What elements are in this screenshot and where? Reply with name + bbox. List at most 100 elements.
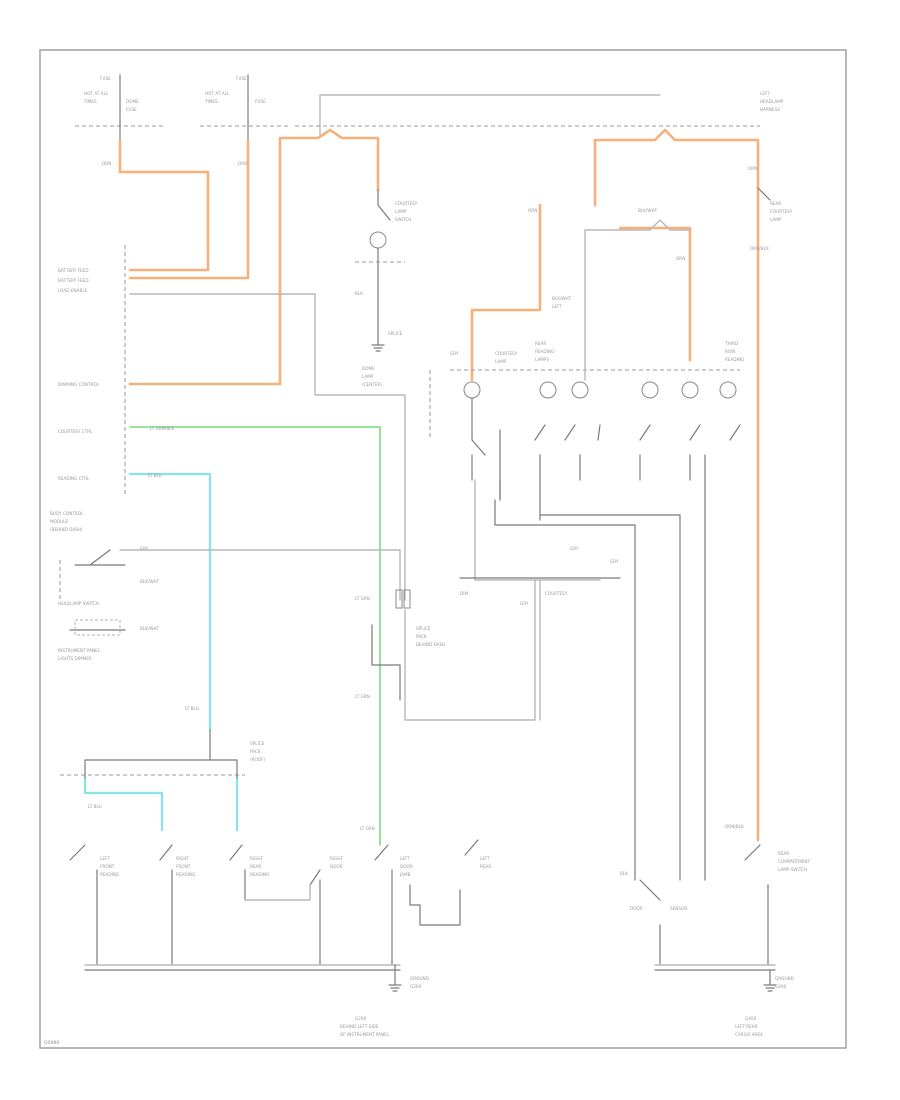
svg-text:ORN: ORN: [676, 256, 685, 261]
svg-text:FUSE: FUSE: [255, 99, 266, 104]
svg-text:G400: G400: [745, 1016, 757, 1021]
svg-text:TIMES: TIMES: [83, 99, 97, 104]
svg-text:SPLICE: SPLICE: [250, 741, 265, 746]
svg-text:BEHIND LEFT SIDE: BEHIND LEFT SIDE: [340, 1024, 379, 1029]
svg-text:ROW: ROW: [725, 349, 735, 354]
svg-text:LT GRN: LT GRN: [355, 694, 370, 699]
svg-text:BLK: BLK: [620, 871, 628, 876]
svg-text:DOME: DOME: [362, 366, 375, 371]
svg-text:ORN: ORN: [238, 161, 247, 166]
svg-text:(CENTER): (CENTER): [362, 382, 382, 387]
svg-text:ORN: ORN: [748, 166, 757, 171]
svg-text:LAMP: LAMP: [495, 359, 507, 364]
svg-text:LEFT: LEFT: [100, 856, 110, 861]
svg-text:READING: READING: [725, 357, 744, 362]
svg-text:READING CTRL: READING CTRL: [58, 476, 90, 481]
svg-text:G400: G400: [775, 984, 787, 989]
svg-text:INSTRUMENT PANEL: INSTRUMENT PANEL: [58, 648, 101, 653]
svg-text:DOOR: DOOR: [330, 864, 343, 869]
svg-text:FRONT: FRONT: [100, 864, 115, 869]
svg-text:SPLICE: SPLICE: [416, 626, 431, 631]
svg-text:LT GRN/BLK: LT GRN/BLK: [150, 426, 175, 431]
svg-text:BEHIND DASH: BEHIND DASH: [416, 642, 445, 647]
svg-text:REAR: REAR: [535, 341, 546, 346]
svg-text:PACK: PACK: [416, 634, 427, 639]
svg-text:LT BLU: LT BLU: [148, 473, 162, 478]
svg-text:LT GRN: LT GRN: [355, 596, 370, 601]
svg-text:BODY CONTROL: BODY CONTROL: [50, 511, 84, 516]
svg-text:FUSE: FUSE: [236, 76, 247, 81]
svg-text:LAMPS: LAMPS: [535, 357, 549, 362]
svg-text:BLK/WHT: BLK/WHT: [140, 626, 160, 631]
svg-text:JAMB: JAMB: [399, 872, 411, 877]
svg-text:LEFT: LEFT: [400, 856, 410, 861]
svg-text:HEADLAMP: HEADLAMP: [760, 99, 784, 104]
svg-text:LAMP: LAMP: [770, 217, 782, 222]
svg-text:SPLICE: SPLICE: [388, 331, 403, 336]
svg-text:COURTESY: COURTESY: [395, 201, 418, 206]
svg-text:OF INSTRUMENT PANEL: OF INSTRUMENT PANEL: [340, 1032, 390, 1037]
svg-text:GROUND: GROUND: [775, 976, 794, 981]
headlamp-switch: GRY BLK/WHT HEADLAMP SWITCH BLK/WHT INST…: [58, 546, 401, 661]
svg-text:ORN/BLK: ORN/BLK: [750, 246, 769, 251]
svg-text:FUSE: FUSE: [100, 76, 111, 81]
svg-text:BLK/WHT: BLK/WHT: [140, 579, 160, 584]
svg-text:LEFT: LEFT: [552, 304, 562, 309]
svg-text:GRY: GRY: [140, 546, 149, 551]
svg-text:FRONT: FRONT: [176, 864, 191, 869]
svg-text:BLK: BLK: [355, 291, 363, 296]
svg-text:COMPARTMENT: COMPARTMENT: [778, 859, 811, 864]
svg-text:COURTESY: COURTESY: [495, 351, 518, 356]
svg-text:HEADLAMP SWITCH: HEADLAMP SWITCH: [58, 601, 99, 606]
svg-text:COURTESY: COURTESY: [545, 591, 568, 596]
rear-reading-lamps: GRY COURTESY LAMP REAR READING LAMPS THIRD R…: [429, 208, 744, 881]
svg-text:MODULE: MODULE: [50, 519, 69, 524]
svg-text:GROUND: GROUND: [410, 976, 429, 981]
svg-text:(BEHIND DASH): (BEHIND DASH): [50, 527, 83, 532]
svg-text:FUSE: FUSE: [126, 107, 137, 112]
svg-text:BLK/WHT: BLK/WHT: [552, 296, 572, 301]
center-splice: SPLICE PACK BEHIND DASH LT GRN LT GRN: [355, 579, 536, 721]
svg-text:BATTERY FEED: BATTERY FEED: [58, 278, 89, 283]
svg-text:DIMMING CONTROL: DIMMING CONTROL: [58, 382, 100, 387]
svg-text:(ROOF): (ROOF): [250, 757, 266, 762]
svg-text:RIGHT: RIGHT: [250, 856, 264, 861]
svg-text:READING: READING: [535, 349, 554, 354]
svg-text:G200: G200: [355, 1016, 367, 1021]
svg-text:RIGHT: RIGHT: [330, 856, 344, 861]
svg-text:RIGHT: RIGHT: [176, 856, 190, 861]
svg-text:ORN: ORN: [528, 208, 537, 213]
svg-text:LAMP: LAMP: [395, 209, 407, 214]
svg-text:BLK/WHT: BLK/WHT: [638, 208, 658, 213]
svg-text:COURTESY: COURTESY: [770, 209, 793, 214]
svg-text:LEFT: LEFT: [480, 856, 490, 861]
svg-text:REAR: REAR: [480, 864, 491, 869]
svg-text:LT BLU: LT BLU: [185, 706, 199, 711]
svg-text:G200: G200: [410, 984, 422, 989]
svg-text:HOT AT ALL: HOT AT ALL: [205, 91, 230, 96]
diagram-frame: [39, 49, 847, 1049]
svg-text:READING: READING: [100, 872, 119, 877]
svg-text:LAMP: LAMP: [362, 374, 374, 379]
svg-text:LEFT REAR: LEFT REAR: [735, 1024, 758, 1029]
svg-text:THIRD: THIRD: [724, 341, 738, 346]
svg-text:ORN/BLK: ORN/BLK: [725, 824, 744, 829]
svg-text:LEFT: LEFT: [760, 91, 770, 96]
svg-text:GRY: GRY: [450, 351, 459, 356]
switch-row-left: LEFT FRONT READING RIGHT FRONT READING RIGHT…: [69, 804, 491, 1037]
svg-text:HARNESS: HARNESS: [760, 107, 780, 112]
svg-text:HOT AT ALL: HOT AT ALL: [84, 91, 109, 96]
svg-text:GRY: GRY: [520, 601, 529, 606]
svg-text:DOME: DOME: [126, 99, 139, 104]
svg-text:REAR: REAR: [250, 864, 261, 869]
svg-text:BATTERY FEED: BATTERY FEED: [58, 268, 89, 273]
body-control-module: BATTERY FEED BATTERY FEED LOAD ENABLE DI…: [50, 245, 126, 532]
svg-text:REAR: REAR: [778, 851, 789, 856]
svg-text:READING: READING: [176, 872, 195, 877]
